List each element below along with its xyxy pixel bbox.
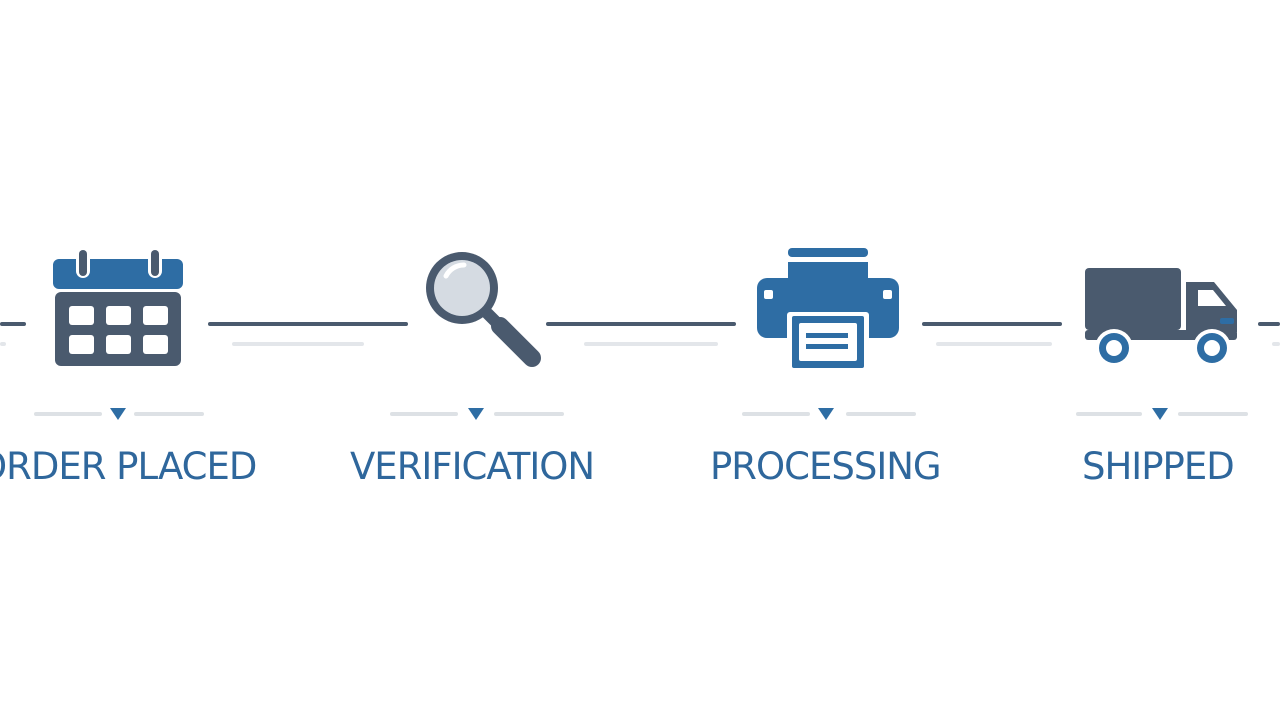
connector-line-3 <box>922 322 1062 326</box>
step-marker <box>390 408 564 420</box>
connector-line-2 <box>546 322 736 326</box>
step-label-shipped: SHIPPED <box>1082 445 1235 488</box>
marker-dash-left <box>34 412 102 416</box>
connector-subline-right-edge <box>1272 342 1280 346</box>
marker-dash-left <box>390 412 458 416</box>
marker-dash-right <box>494 412 564 416</box>
step-label-processing: PROCESSING <box>710 445 942 488</box>
marker-triangle <box>818 408 834 420</box>
connector-line-right-edge <box>1258 322 1280 326</box>
connector-subline-left-edge <box>0 342 6 346</box>
step-label-order-placed: ORDER PLACED <box>0 445 257 488</box>
marker-triangle <box>110 408 126 420</box>
connector-line-1 <box>208 322 408 326</box>
step-marker <box>742 408 916 420</box>
step-marker <box>34 408 204 420</box>
calendar-icon <box>53 248 183 366</box>
printer-icon <box>757 248 899 372</box>
connector-line-left-edge <box>0 322 26 326</box>
connector-subline-3 <box>936 342 1052 346</box>
magnifying-glass-icon <box>426 252 541 367</box>
marker-triangle <box>468 408 484 420</box>
step-label-verification: VERIFICATION <box>350 445 595 488</box>
connector-subline-2 <box>584 342 718 346</box>
marker-triangle <box>1152 408 1168 420</box>
connector-subline-1 <box>232 342 364 346</box>
marker-dash-left <box>742 412 810 416</box>
marker-dash-right <box>846 412 916 416</box>
marker-dash-right <box>1178 412 1248 416</box>
marker-dash-right <box>134 412 204 416</box>
step-marker <box>1076 408 1248 420</box>
truck-icon <box>1085 268 1237 367</box>
marker-dash-left <box>1076 412 1142 416</box>
